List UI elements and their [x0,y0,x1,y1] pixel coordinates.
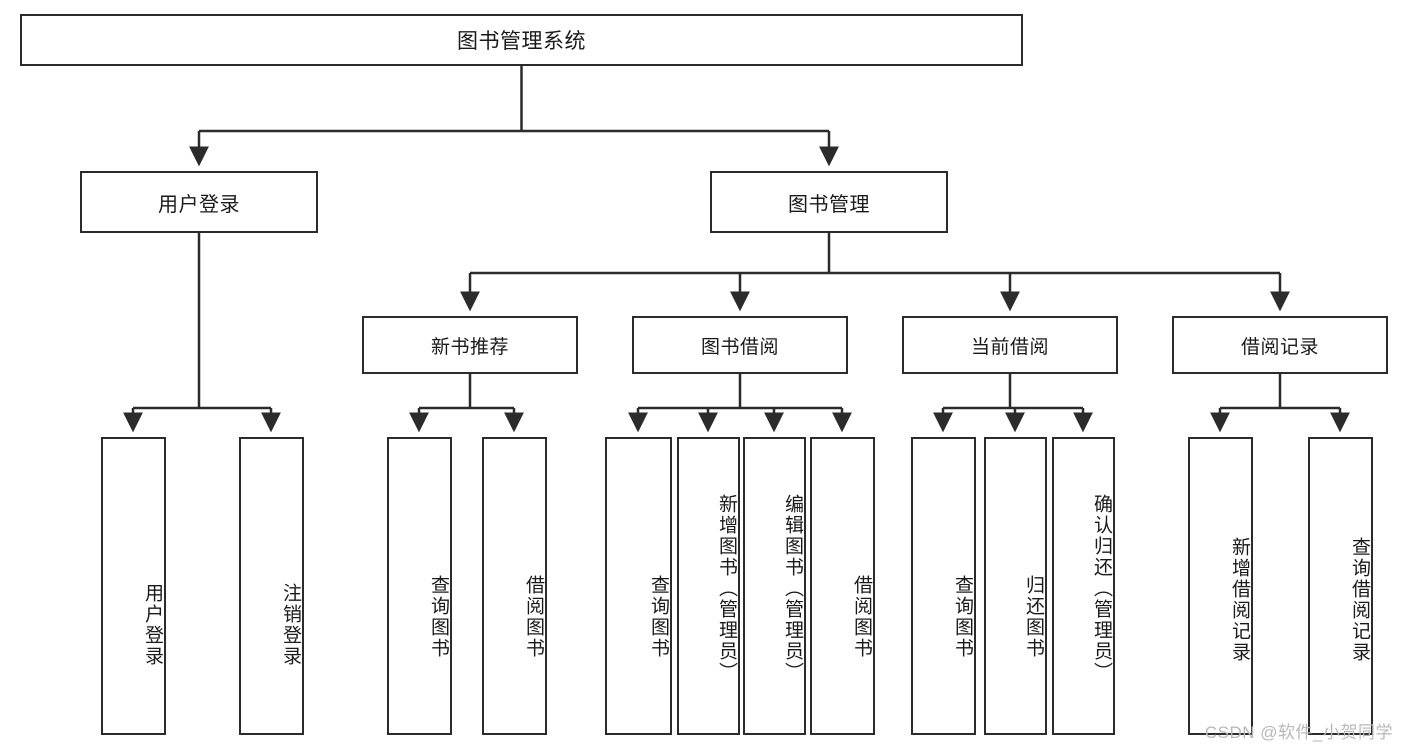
node-user-login[interactable]: 用户登录 [80,171,318,233]
leaf-borrow-book-1[interactable]: 借阅图书 [482,437,547,735]
leaf-edit-book[interactable]: 编辑图书（管理员） [743,437,806,735]
leaf-borrow-book-2[interactable]: 借阅图书 [810,437,875,735]
leaf-query-book-2[interactable]: 查询图书 [605,437,672,735]
leaf-user-login[interactable]: 用户登录 [101,437,166,735]
leaf-query-record[interactable]: 查询借阅记录 [1308,437,1373,735]
node-borrow-record[interactable]: 借阅记录 [1172,316,1388,374]
node-current-borrow[interactable]: 当前借阅 [902,316,1118,374]
leaf-query-book-3[interactable]: 查询图书 [911,437,976,735]
leaf-add-book[interactable]: 新增图书（管理员） [677,437,740,735]
node-book-manage[interactable]: 图书管理 [710,171,948,233]
leaf-add-record[interactable]: 新增借阅记录 [1188,437,1253,735]
leaf-logout[interactable]: 注销登录 [239,437,304,735]
node-root[interactable]: 图书管理系统 [20,14,1023,66]
node-new-book-recommend[interactable]: 新书推荐 [362,316,578,374]
leaf-return-book[interactable]: 归还图书 [984,437,1047,735]
leaf-confirm-return[interactable]: 确认归还（管理员） [1052,437,1115,735]
leaf-query-book-1[interactable]: 查询图书 [387,437,452,735]
watermark-text: CSDN @软件_小贺同学 [1204,723,1393,742]
node-book-borrow[interactable]: 图书借阅 [632,316,848,374]
